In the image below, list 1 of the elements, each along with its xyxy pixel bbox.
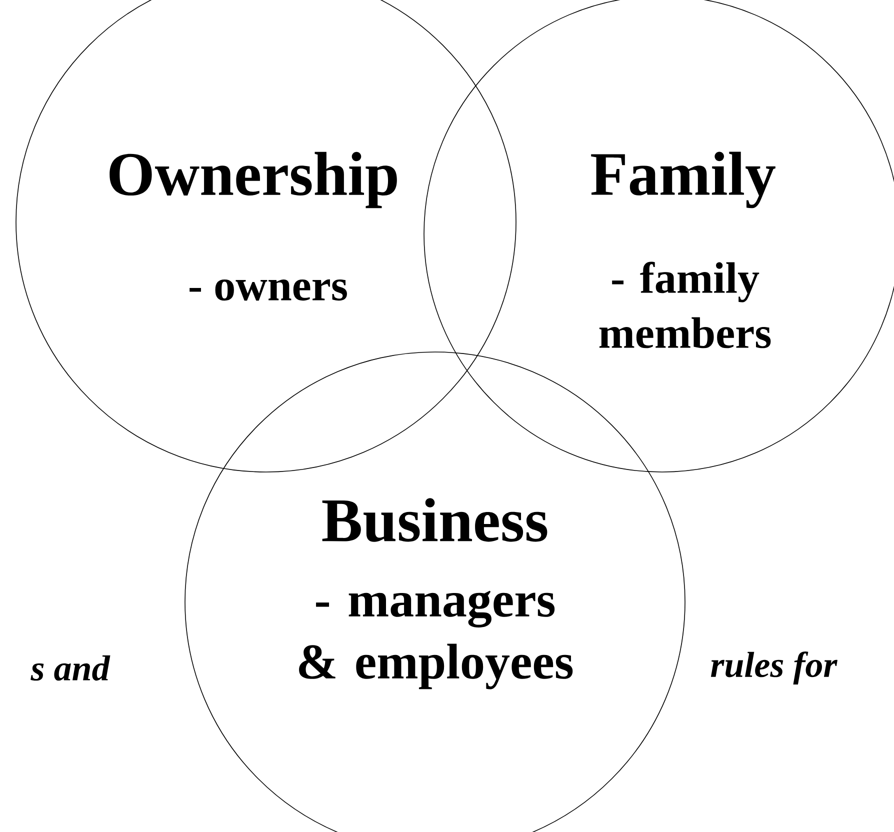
note-text: s and — [30, 655, 110, 681]
